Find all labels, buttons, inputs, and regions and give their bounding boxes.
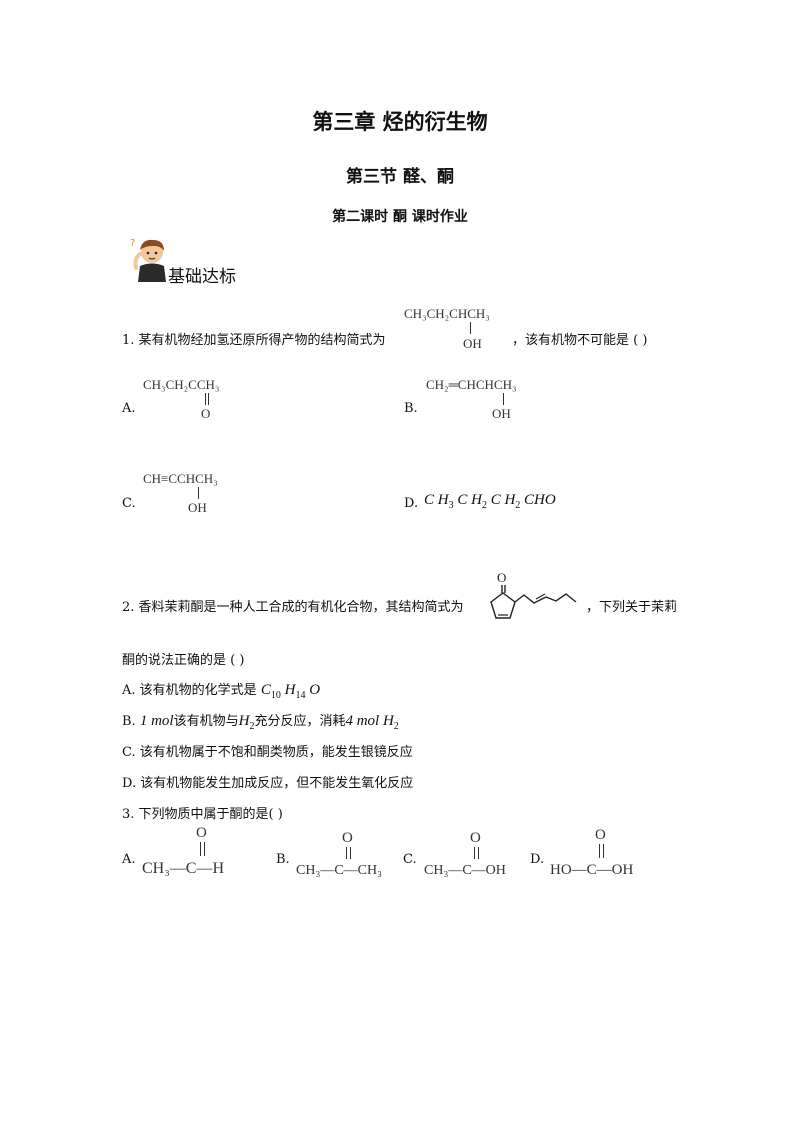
q2-option-c[interactable]: C. 该有机物属于不饱和酮类物质，能发生银镜反应: [122, 741, 413, 760]
q2-option-b-h2: H2: [238, 713, 255, 732]
q2-option-b-amount: 1 mol: [139, 713, 174, 729]
q2-option-d[interactable]: D. 该有机物能发生加成反应，但不能发生氧化反应: [122, 772, 413, 791]
q2-option-d-label: D.: [122, 776, 137, 791]
q2-option-c-text: 该有机物属于不饱和酮类物质，能发生银镜反应: [139, 745, 413, 760]
q3-option-a-label[interactable]: A.: [122, 852, 136, 867]
svg-text:?: ?: [130, 238, 135, 249]
q3-option-a-bond: [200, 842, 201, 856]
q1-option-d-formula: C H3 C H2 C H2 CHO: [424, 492, 556, 511]
q1-option-b-bottom: OH: [492, 406, 511, 421]
q1-option-b-bond: [503, 393, 504, 405]
q2-option-c-label: C.: [122, 745, 136, 760]
q1-stem-prefix: 1. 某有机物经加氢还原所得产物的结构简式为: [122, 333, 386, 348]
q3-option-d-o: O: [595, 827, 606, 843]
q3-option-b-bond: [346, 847, 347, 859]
q1-option-c-bottom: OH: [188, 500, 207, 515]
q3-option-c-bond: [474, 847, 475, 859]
q1-option-c-top: CH≡CCHCH₃: [143, 471, 218, 486]
q3-option-d-label[interactable]: D.: [530, 852, 545, 867]
q3-option-a-formula: CH₃—C—H: [142, 860, 225, 877]
q1-structure-bottom: OH: [463, 336, 482, 351]
q1-option-a-top: CH₃CH₂CCH₃: [143, 377, 220, 392]
q3-option-c-label[interactable]: C.: [403, 852, 417, 867]
q1-option-a-label[interactable]: A.: [122, 401, 136, 416]
q1-option-c-bond: [198, 487, 199, 499]
jasmone-ketone-o: O: [497, 570, 506, 585]
q2-option-b-label: B.: [122, 714, 136, 729]
q3-option-b-o: O: [342, 830, 353, 846]
q1-option-a-bottom: O: [201, 406, 211, 421]
q1-option-a-bond: [205, 393, 206, 405]
q1-structure-bond: [470, 322, 471, 334]
q3-option-c-bond2: [478, 847, 479, 859]
q1-stem-suffix: ，该有机物不可能是 ( ): [512, 333, 648, 348]
q3-option-b-label[interactable]: B.: [276, 852, 290, 867]
q2-stem-suffix: ，下列关于茉莉: [586, 600, 678, 615]
section-title: 第三节 醛、酮: [346, 167, 454, 187]
q1-option-a-bond2: [208, 393, 209, 405]
q3-option-d-bond2: [603, 844, 604, 858]
q1-option-b-top: CH₂═CHCHCH₃: [426, 377, 517, 392]
lesson-title: 第二课时 酮 课时作业: [332, 209, 468, 225]
q2-option-b[interactable]: B. 1 mol该有机物与H2充分反应，消耗4 mol H2: [122, 710, 399, 732]
q2-option-a-label: A.: [122, 683, 136, 698]
q1-option-d-label[interactable]: D.: [404, 496, 419, 511]
q2-option-d-text: 该有机物能发生加成反应，但不能发生氧化反应: [140, 776, 414, 791]
q2-option-a-formula: C10 H14 O: [260, 682, 321, 701]
q3-option-c-o: O: [470, 830, 481, 846]
q3-option-a-bond2: [204, 842, 205, 856]
chapter-title: 第三章 烃的衍生物: [312, 109, 488, 134]
q3-option-b-bond2: [350, 847, 351, 859]
q3-option-d-formula: HO—C—OH: [550, 862, 634, 878]
q3-option-a-o: O: [196, 825, 207, 841]
q2-option-b-consumed: 4 mol H2: [345, 713, 399, 732]
q3-option-b-formula: CH₃—C—CH₃: [296, 863, 382, 878]
section-heading: 基础达标: [168, 267, 236, 287]
q3-stem: 3. 下列物质中属于酮的是( ): [122, 807, 283, 822]
q1-option-b-label[interactable]: B.: [404, 401, 418, 416]
q2-option-b-text2: 充分反应，消耗: [254, 714, 346, 729]
q1-option-c-label[interactable]: C.: [122, 496, 136, 511]
q3-option-c-formula: CH₃—C—OH: [424, 863, 506, 878]
thinking-student-icon: ?: [130, 238, 166, 282]
q2-option-a[interactable]: A. 该有机物的化学式是 C10 H14 O: [122, 679, 320, 701]
q2-option-a-text: 该有机物的化学式是: [139, 683, 257, 698]
q3-option-d-bond: [599, 844, 600, 858]
q1-structure-top: CH₃CH₂CHCH₃: [404, 306, 490, 321]
q2-option-b-text1: 该有机物与: [173, 714, 239, 729]
q2-stem-line2: 酮的说法正确的是 ( ): [122, 653, 245, 668]
q2-stem-prefix: 2. 香料茉莉酮是一种人工合成的有机化合物，其结构简式为: [122, 600, 464, 615]
jasmone-structure: O: [490, 570, 577, 619]
